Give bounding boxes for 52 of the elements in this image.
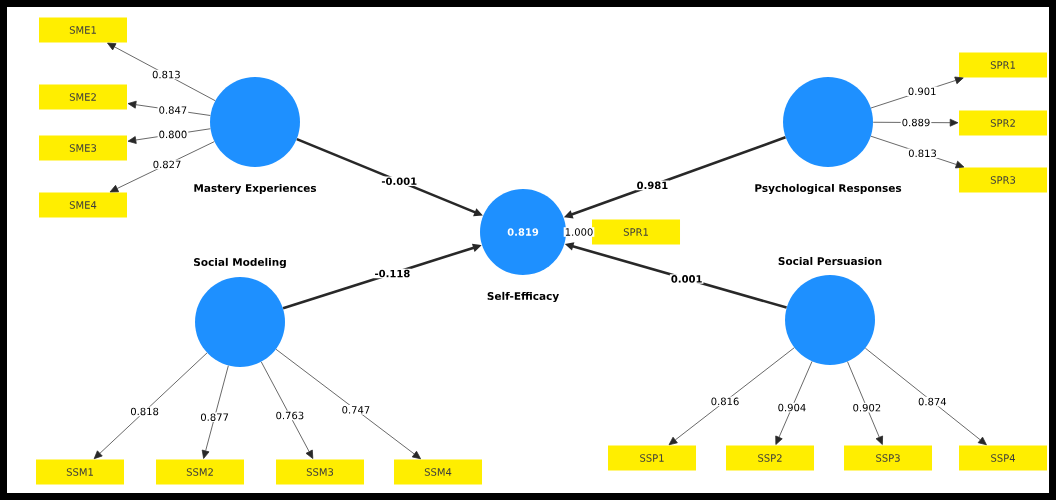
construct-label: Mastery Experiences bbox=[194, 183, 317, 195]
arrow bbox=[847, 361, 883, 445]
indicator-box: SPR2 bbox=[959, 110, 1047, 136]
indicator-box: SSP2 bbox=[726, 445, 814, 471]
edge-label: 0.001 bbox=[671, 275, 702, 283]
edge-label: 0.874 bbox=[918, 397, 947, 406]
indicator-box: SSP1 bbox=[608, 445, 696, 471]
edge-label: 0.877 bbox=[200, 413, 229, 421]
arrow bbox=[260, 361, 314, 459]
indicator-box: SPR1 bbox=[959, 52, 1047, 78]
edge-label: 0.889 bbox=[902, 118, 930, 127]
indicator-box: SME2 bbox=[39, 84, 127, 110]
edge-label: 0.763 bbox=[276, 411, 304, 420]
edge-label: 0.816 bbox=[711, 397, 739, 406]
indicator-box: SSP4 bbox=[959, 445, 1047, 471]
edge-label: -0.118 bbox=[375, 269, 410, 278]
edge-label: 0.981 bbox=[637, 181, 668, 190]
edge-label: 0.800 bbox=[159, 130, 187, 139]
edge-label: 0.747 bbox=[342, 406, 370, 414]
indicator-box: SME4 bbox=[39, 192, 127, 218]
edge-label: 0.813 bbox=[908, 149, 937, 158]
arrow bbox=[109, 141, 215, 193]
edge-label: 0.901 bbox=[908, 87, 936, 96]
arrow bbox=[93, 352, 208, 460]
edge-label: 0.818 bbox=[130, 407, 159, 416]
arrow bbox=[865, 347, 987, 446]
arrow bbox=[201, 365, 229, 459]
construct-label: Psychological Responses bbox=[755, 183, 902, 195]
edge-label: 0.902 bbox=[853, 403, 881, 412]
edge-label: -0.001 bbox=[381, 177, 417, 185]
indicator-box: SSM2 bbox=[156, 459, 244, 485]
arrow bbox=[107, 42, 216, 102]
arrow bbox=[275, 348, 421, 460]
arrow bbox=[872, 118, 959, 127]
indicator-box: SSM3 bbox=[276, 459, 364, 485]
indicator-box: SSM4 bbox=[394, 459, 482, 485]
construct-label: Social Persuasion bbox=[778, 256, 882, 266]
edge-label: 0.847 bbox=[159, 106, 187, 114]
construct-label: Social Modeling bbox=[194, 257, 286, 269]
indicator-box: SPR1 bbox=[592, 219, 680, 245]
indicator-box: SSP3 bbox=[844, 445, 932, 471]
indicator-box: SPR3 bbox=[959, 167, 1047, 193]
indicator-box: SME3 bbox=[39, 135, 127, 161]
edge-label: 0.904 bbox=[778, 403, 806, 412]
construct-label: Self-Efficacy bbox=[487, 291, 559, 303]
edge-label: 1.000 bbox=[565, 228, 593, 236]
arrow bbox=[775, 361, 813, 445]
arrow bbox=[668, 347, 795, 446]
indicator-box: SME1 bbox=[39, 17, 127, 43]
indicator-box: SSM1 bbox=[36, 459, 124, 485]
edge-label: 0.813 bbox=[152, 70, 180, 79]
edge-label: 0.827 bbox=[153, 160, 181, 169]
